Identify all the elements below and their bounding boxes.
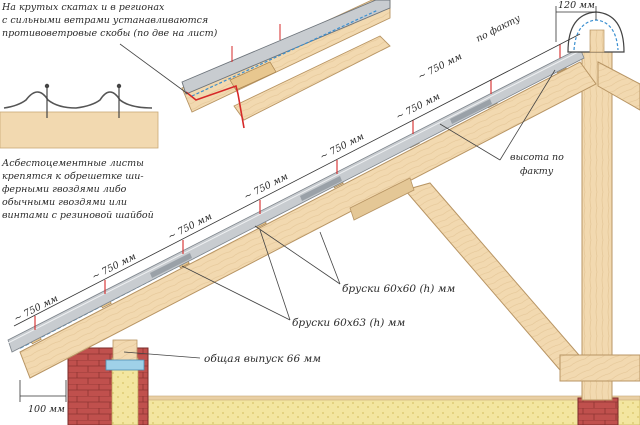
wind-clip-note-line-3: противоветровые скобы (по две на лист) xyxy=(2,28,218,39)
fastening-note-line-3: ферными гвоздями либо xyxy=(2,184,127,195)
ridge-dimension xyxy=(555,6,597,42)
fastening-note-line-4: обычными гвоздями или xyxy=(2,197,127,208)
eave-offset-label: 100 мм xyxy=(28,404,65,415)
fastening-note-line-5: винтами с резиновой шайбой xyxy=(2,210,154,221)
diagonal-strut xyxy=(404,182,586,371)
rafter-left xyxy=(19,61,597,379)
dimension-line xyxy=(13,33,581,327)
wind-clip-detail-inset xyxy=(181,0,391,129)
wind-clip-note-line-1: На крутых скатах и в регионах xyxy=(1,2,165,13)
wall-post xyxy=(112,339,138,363)
rafter-right xyxy=(597,61,640,111)
fastening-note-line-2: крепятся к обрешетке ши- xyxy=(2,171,144,182)
ridge-offset-label: 120 мм xyxy=(558,0,595,11)
fastening-note-line-1: Асбестоцементные листы xyxy=(1,158,144,169)
profile-detail-inset xyxy=(0,83,159,149)
spacing-label-7: ~ 750 мм xyxy=(416,51,464,83)
battens-60x60-label: бруски 60х60 (h) мм xyxy=(342,283,455,295)
leader-lines xyxy=(119,43,556,359)
total-overhang-label: общая выпуск 66 мм xyxy=(204,353,321,365)
by-fact-label: по факту xyxy=(474,13,522,45)
fastener-marks xyxy=(34,44,561,330)
eave-dimension xyxy=(19,380,67,402)
spacing-label-6: ~ 750 мм xyxy=(394,91,442,123)
ceiling-board xyxy=(139,395,640,401)
spacing-label-5: ~ 750 мм xyxy=(318,131,366,163)
battens-60x63-label: бруски 60х63 (h) мм xyxy=(292,317,405,329)
tie-beam xyxy=(559,354,640,382)
ridge-height-line-1: высота по xyxy=(510,152,564,163)
mauerlat xyxy=(105,359,145,371)
brick-wall-right xyxy=(577,397,619,425)
wind-clip-note-line-2: с сильными ветрами устанавливаются xyxy=(2,15,208,26)
rafter-block xyxy=(349,177,415,221)
ceiling-insulation xyxy=(139,397,640,425)
ridge-height-line-2: факту xyxy=(520,166,554,177)
